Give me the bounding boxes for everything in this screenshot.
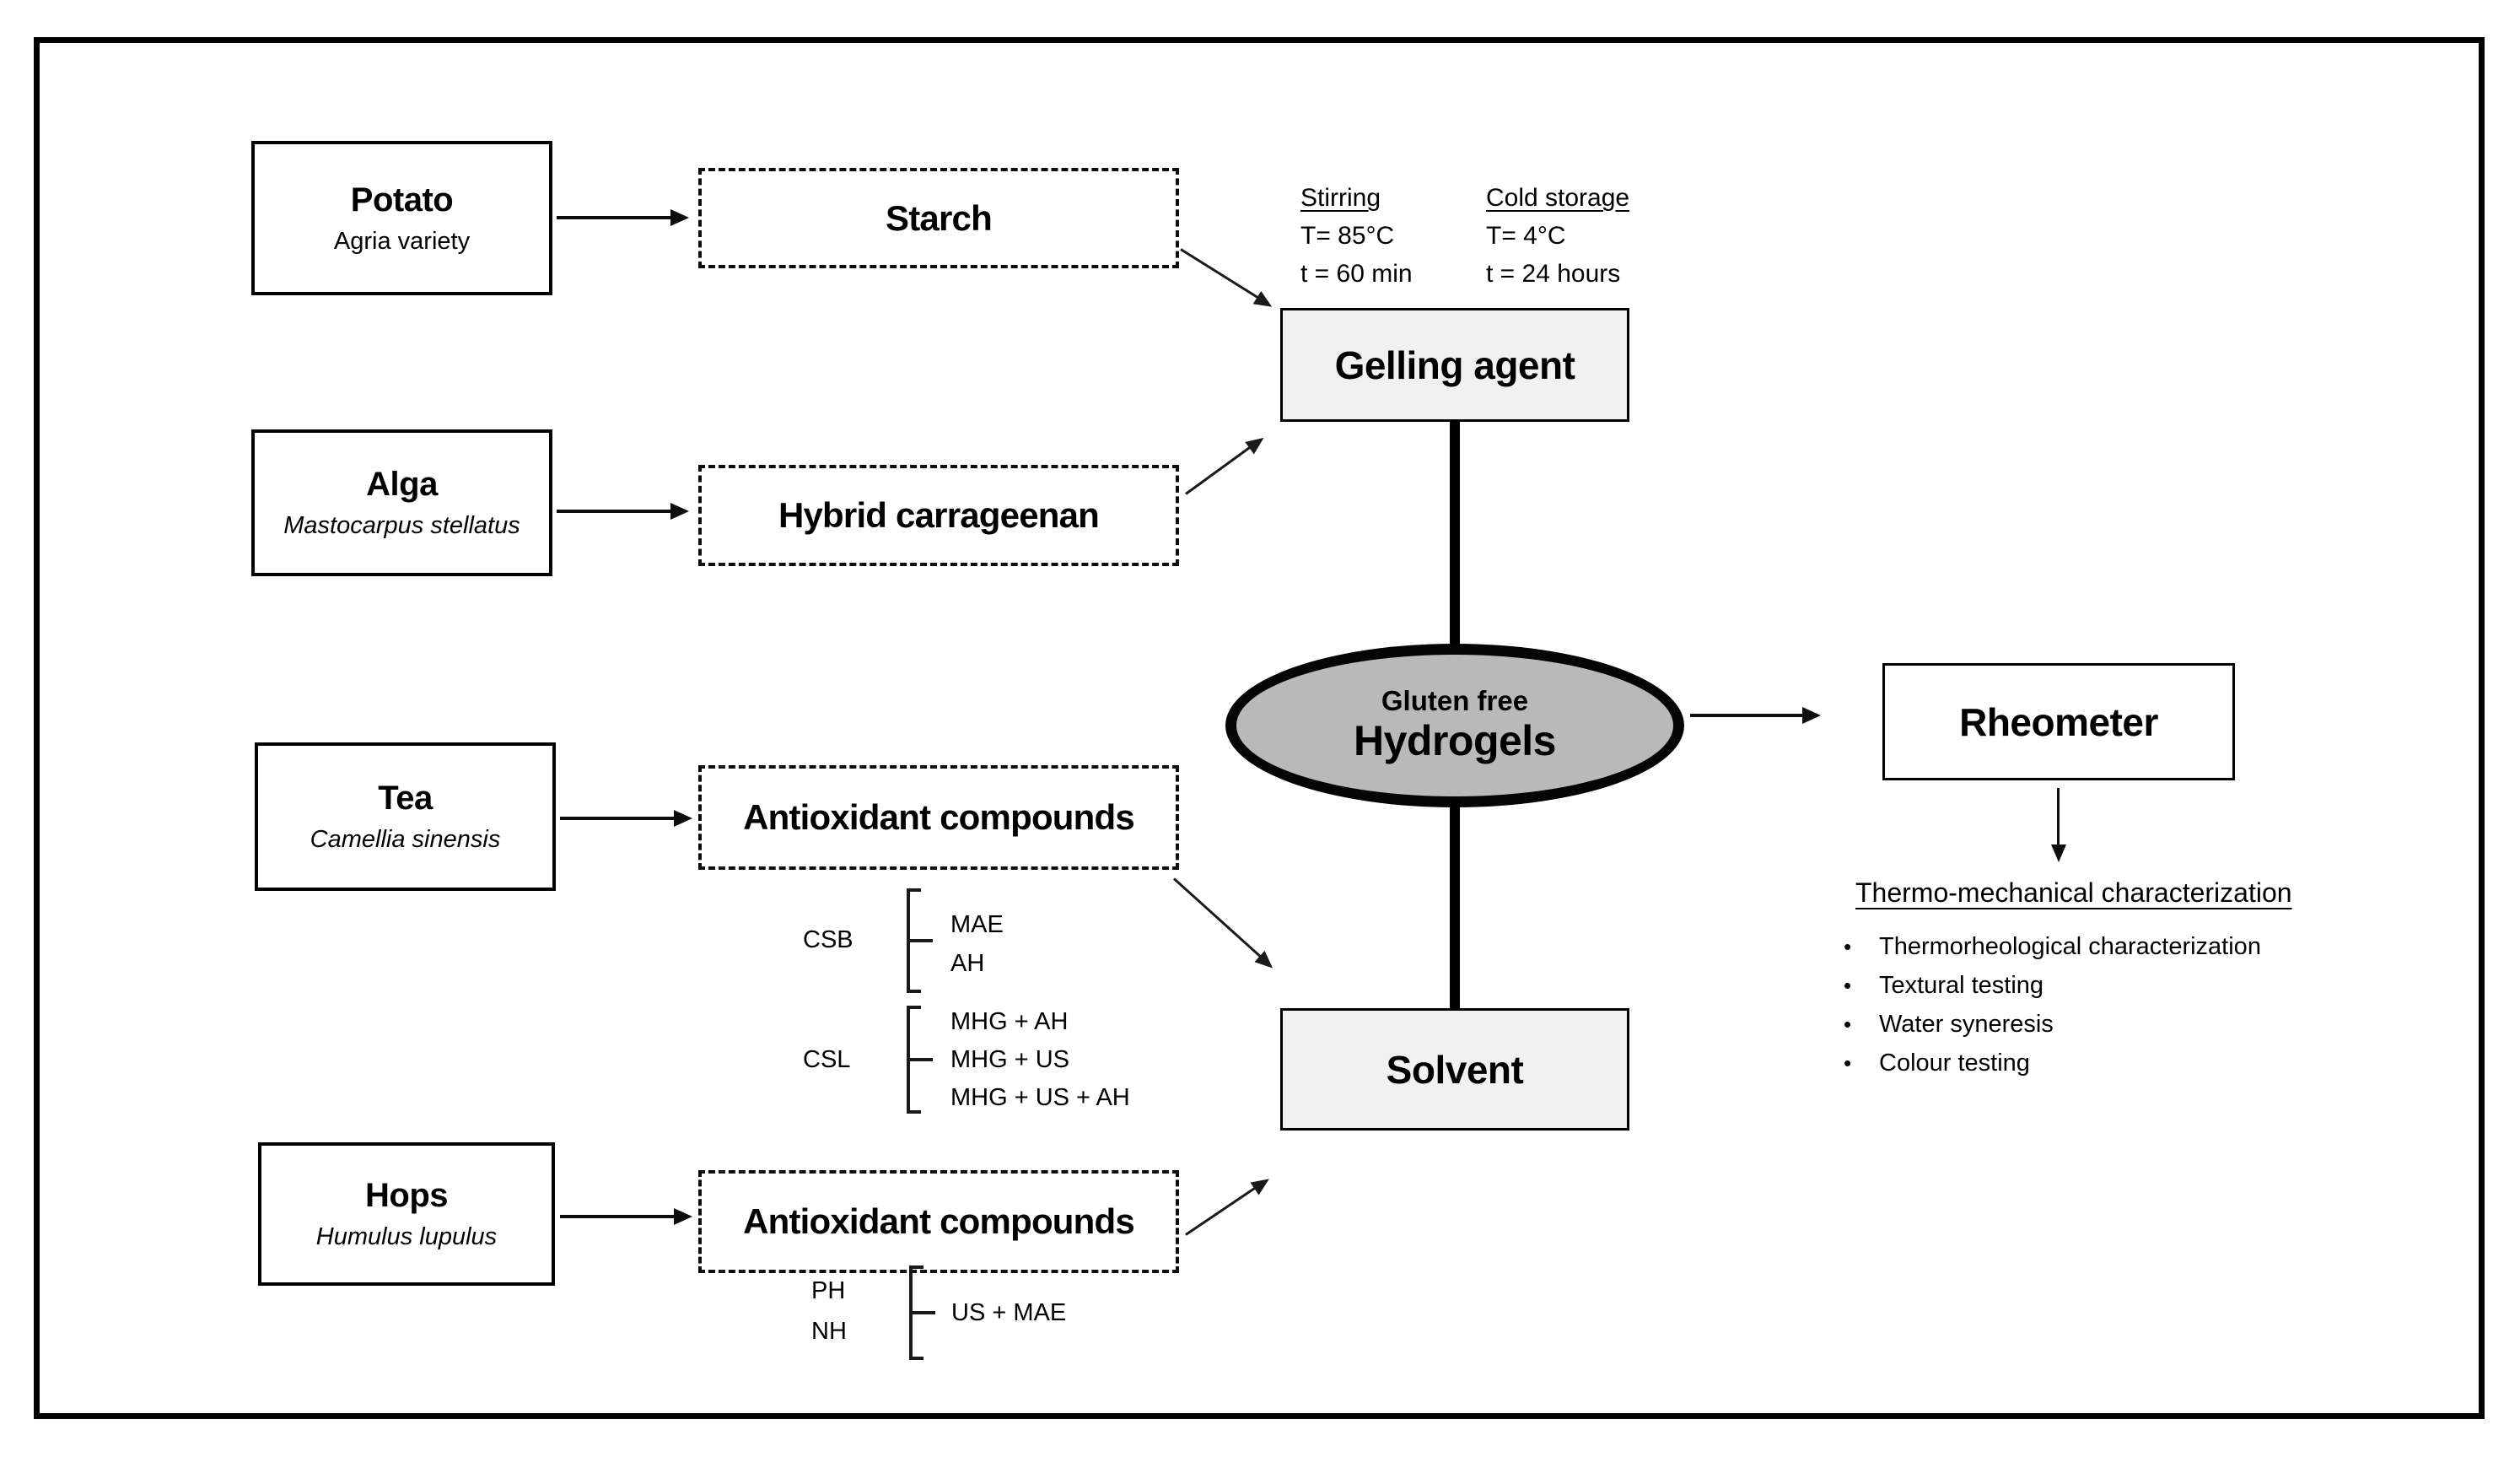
- tea-antioxidants-box: Antioxidant compounds: [698, 765, 1179, 870]
- solvent-box: Solvent: [1280, 1008, 1629, 1131]
- hydrogels-line1: Gluten free: [1381, 685, 1529, 717]
- csb-item: MAE: [950, 911, 1004, 938]
- alga-name: Alga: [366, 466, 438, 503]
- list-item: • Colour testing: [1844, 1050, 2261, 1088]
- csl-bracket-icon: [907, 1006, 933, 1114]
- bullet-icon: •: [1844, 1012, 1852, 1037]
- connector-gelling-to-hydrogels: [1450, 420, 1460, 650]
- connector-hydrogels-to-solvent: [1450, 800, 1460, 1011]
- starch-box: Starch: [698, 168, 1179, 268]
- rheometer-box: Rheometer: [1882, 663, 2235, 780]
- arrow-hops-to-antioxidants-icon: [560, 1215, 675, 1218]
- gelling-agent-label: Gelling agent: [1334, 343, 1575, 387]
- hydrogels-line2: Hydrogels: [1353, 717, 1557, 765]
- csl-item: MHG + US: [950, 1046, 1069, 1073]
- arrow-tea-to-antioxidants-icon: [560, 817, 675, 820]
- stirring-time: t = 60 min: [1300, 260, 1413, 288]
- csb-label: CSB: [803, 926, 853, 953]
- hops-box: Hops Humulus lupulus: [258, 1142, 555, 1286]
- list-item: • Textural testing: [1844, 972, 2261, 1011]
- stirring-note: Stirring T= 85°C t = 60 min: [1300, 179, 1413, 293]
- hops-treatment-item: US + MAE: [951, 1299, 1067, 1326]
- cold-storage-time: t = 24 hours: [1486, 260, 1621, 288]
- bullet-icon: •: [1844, 973, 1852, 998]
- diagram-border: [34, 37, 2485, 1419]
- cold-storage-title: Cold storage: [1486, 184, 1630, 212]
- alga-species: Mastocarpus stellatus: [283, 512, 520, 539]
- rheometer-label: Rheometer: [1959, 699, 2158, 744]
- solvent-label: Solvent: [1386, 1047, 1524, 1092]
- cold-storage-note: Cold storage T= 4°C t = 24 hours: [1486, 179, 1629, 293]
- cold-storage-temp: T= 4°C: [1486, 222, 1566, 250]
- hydrogels-ellipse: Gluten free Hydrogels: [1225, 644, 1684, 807]
- characterization-item: Textural testing: [1879, 972, 2044, 999]
- tea-name: Tea: [378, 780, 433, 817]
- characterization-list: • Thermorheological characterization • T…: [1844, 933, 2261, 1088]
- stirring-temp: T= 85°C: [1300, 222, 1395, 250]
- csl-item: MHG + US + AH: [950, 1084, 1130, 1111]
- arrow-alga-to-carrageenan-icon: [557, 510, 671, 513]
- characterization-item: Water syneresis: [1879, 1011, 2054, 1038]
- gelling-agent-box: Gelling agent: [1280, 308, 1629, 422]
- bullet-icon: •: [1844, 1050, 1852, 1076]
- arrow-potato-to-starch-icon: [557, 216, 671, 219]
- characterization-item: Colour testing: [1879, 1050, 2030, 1077]
- ph-label: PH: [811, 1277, 846, 1304]
- potato-name: Potato: [350, 181, 454, 219]
- bullet-icon: •: [1844, 934, 1852, 959]
- hops-antioxidants-label: Antioxidant compounds: [743, 1201, 1135, 1241]
- hops-bracket-icon: [909, 1265, 935, 1360]
- characterization-heading: Thermo-mechanical characterization: [1855, 877, 2292, 908]
- characterization-item: Thermorheological characterization: [1879, 933, 2261, 960]
- tea-antioxidants-label: Antioxidant compounds: [743, 797, 1135, 837]
- tea-species: Camellia sinensis: [310, 826, 501, 853]
- csl-item: MHG + AH: [950, 1008, 1069, 1035]
- hops-species: Humulus lupulus: [315, 1223, 498, 1250]
- csb-item: AH: [950, 950, 985, 977]
- potato-box: Potato Agria variety: [251, 141, 552, 295]
- list-item: • Thermorheological characterization: [1844, 933, 2261, 972]
- csl-label: CSL: [803, 1046, 851, 1073]
- carrageenan-box: Hybrid carrageenan: [698, 465, 1179, 566]
- alga-box: Alga Mastocarpus stellatus: [251, 429, 552, 576]
- list-item: • Water syneresis: [1844, 1011, 2261, 1050]
- potato-variety: Agria variety: [333, 227, 471, 255]
- hops-name: Hops: [365, 1177, 449, 1214]
- arrow-down-icon: [2057, 788, 2060, 845]
- nh-label: NH: [811, 1318, 847, 1345]
- stirring-title: Stirring: [1300, 184, 1381, 212]
- tea-box: Tea Camellia sinensis: [255, 742, 556, 891]
- arrow-hydrogels-to-rheometer-icon: [1690, 714, 1803, 717]
- starch-label: Starch: [886, 197, 993, 238]
- carrageenan-label: Hybrid carrageenan: [778, 495, 1100, 535]
- csb-bracket-icon: [907, 888, 933, 993]
- hops-antioxidants-box: Antioxidant compounds: [698, 1170, 1179, 1273]
